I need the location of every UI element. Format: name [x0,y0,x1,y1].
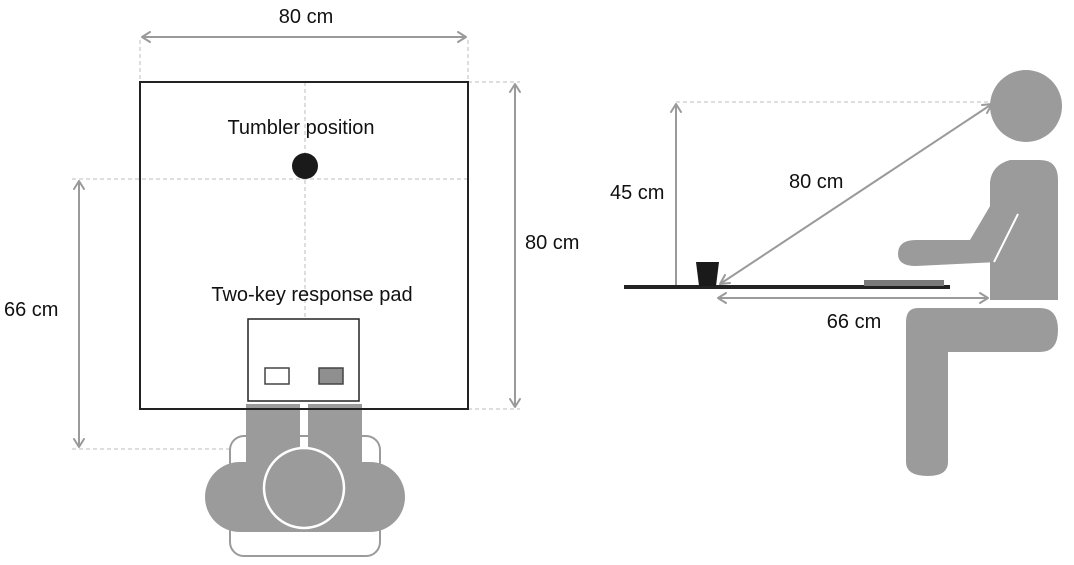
person-head [990,70,1062,142]
dimension-width [141,31,467,43]
diagonal-arrow-high [981,103,993,114]
tumbler-marker [292,153,318,179]
response-pad-outline [247,318,360,402]
seated-person [898,70,1062,476]
height-label: 45 cm [610,182,664,204]
reach-arrow-top [73,180,85,190]
dimension-height [670,103,682,285]
person-legs [906,308,1058,476]
left-key [264,367,290,385]
head-top-view [262,446,346,530]
dimension-reach-side [717,292,989,304]
reach-label-side-view: 66 cm [827,311,881,333]
dimension-diagonal [719,103,993,285]
height-arrow-top [670,103,682,113]
tumbler-position-label: Tumbler position [227,117,374,139]
reach-side-arrow-right [979,292,989,304]
table-top-view [139,81,469,410]
width-arrow-right [457,31,467,43]
response-pad-label: Two-key response pad [211,284,412,306]
person-torso [990,160,1058,300]
depth-label: 80 cm [525,232,579,254]
reach-label-top-view: 66 cm [4,299,58,321]
diagonal-label: 80 cm [789,171,843,193]
reach-side-arrow-left [717,292,727,304]
diagonal-dimension-line [719,103,993,285]
response-pad [247,318,360,402]
person-arm [898,196,1020,266]
side-view: 45 cm 80 cm 66 cm [610,70,1062,476]
depth-arrow-top [509,83,521,93]
depth-arrow-bottom [509,398,521,408]
width-arrow-left [141,31,151,43]
dimension-depth [509,83,521,408]
response-pad-side [864,280,944,286]
width-label: 80 cm [279,6,333,28]
dimension-reach-top [73,180,85,448]
top-view: 80 cm 80 cm 66 cm Tumbler position Two-k… [4,6,579,557]
participant-top-view [205,404,405,557]
right-key [318,367,344,385]
reach-arrow-bottom [73,438,85,448]
tumbler-side [696,262,719,286]
arm-outline [993,213,1019,263]
diagonal-arrow-low [719,274,731,285]
